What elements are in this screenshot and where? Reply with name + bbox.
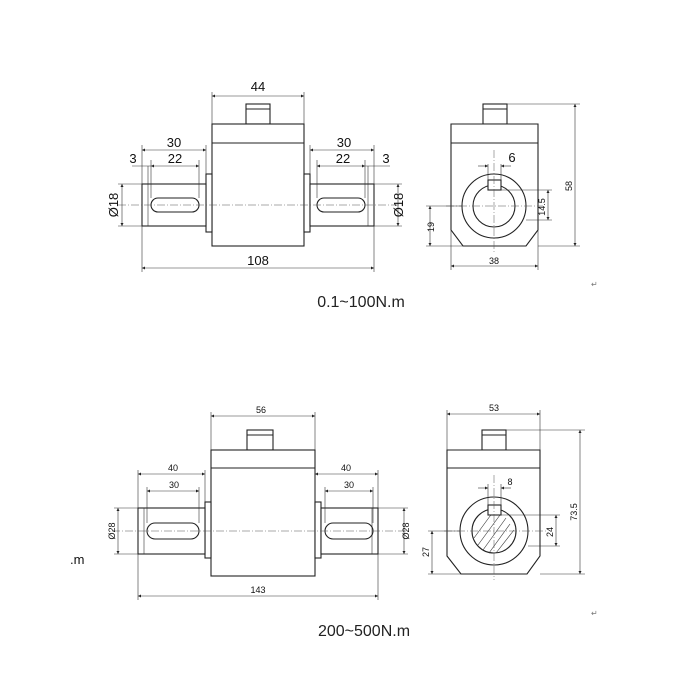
top-end-dim-height: 58 [564,181,574,191]
top-end-dim-width: 38 [489,256,499,266]
bottom-dim-right-diameter: Ø28 [401,522,411,539]
top-caption: 0.1~100N.m [317,294,405,311]
top-dim-right-shoulder: 3 [382,151,389,166]
bottom-dim-left-diameter: Ø28 [107,522,117,539]
bottom-dim-left-shaft: 40 [168,463,178,473]
bottom-return-mark: ↵ [591,609,598,618]
bottom-side-view: 56 40 30 40 30 Ø28 Ø28 143 [107,405,411,600]
top-end-dim-center-height: 19 [426,222,436,232]
bottom-end-dim-center-height: 27 [421,547,431,557]
top-dim-left-shaft: 30 [167,135,181,150]
top-dim-right-shaft: 30 [337,135,351,150]
bottom-end-view: 53 8 73.5 24 27 [421,403,585,580]
bottom-end-dim-key-width: 8 [507,477,512,487]
top-dim-overall-length: 108 [247,253,269,268]
top-return-mark: ↵ [591,280,598,289]
top-dim-left-shoulder: 3 [129,151,136,166]
hatch-pattern [473,511,515,554]
top-dim-right-key: 22 [336,151,350,166]
top-dim-right-diameter: Ø18 [391,193,406,218]
bottom-caption: 200~500N.m [318,623,410,640]
bottom-dim-body-width: 56 [256,405,266,415]
bottom-side-label: .m [70,552,84,567]
top-dim-left-diameter: Ø18 [106,193,121,218]
bottom-dim-right-key: 30 [344,480,354,490]
top-side-view: 44 30 22 3 30 22 3 Ø18 Ø18 [106,79,406,272]
bottom-dim-overall-length: 143 [250,585,265,595]
bottom-dim-right-shaft: 40 [341,463,351,473]
top-end-dim-key-depth: 14.5 [537,198,547,216]
top-dim-left-key: 22 [168,151,182,166]
top-dim-body-width: 44 [251,79,265,94]
bottom-end-dim-height: 73.5 [569,503,579,521]
top-end-dim-key-width: 6 [508,150,515,165]
top-end-view: 6 58 14.5 19 38 [426,103,580,270]
bottom-end-dim-width: 53 [489,403,499,413]
bottom-end-dim-key-depth: 24 [545,527,555,537]
bottom-dim-left-key: 30 [169,480,179,490]
